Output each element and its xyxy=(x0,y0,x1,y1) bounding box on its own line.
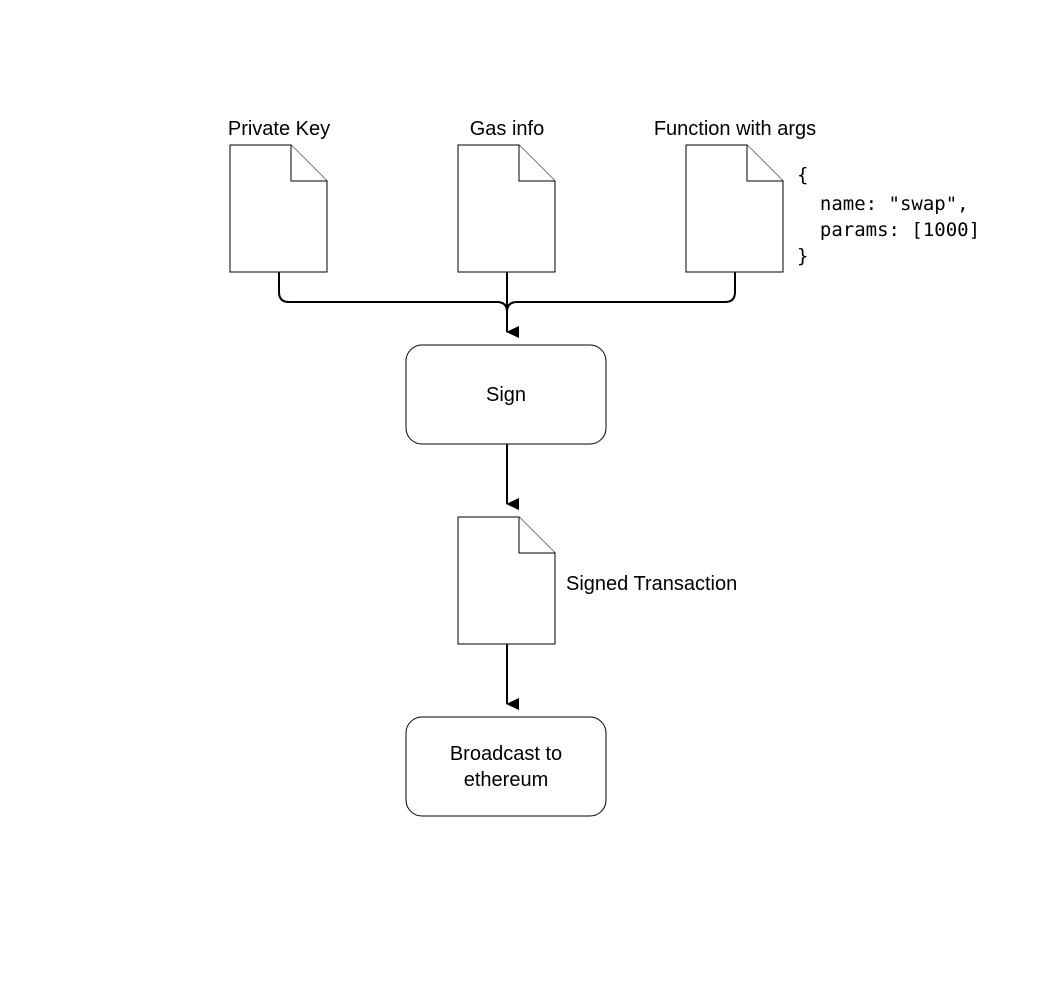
code-line-params: params: [1000] xyxy=(797,219,980,241)
private-key-document-icon xyxy=(229,144,328,273)
connector-private-key xyxy=(278,272,508,332)
code-line-open: { xyxy=(797,164,808,186)
function-document-icon xyxy=(685,144,784,273)
broadcast-box xyxy=(405,716,607,817)
broadcast-label-line1: Broadcast to xyxy=(450,743,562,765)
private-key-label: Private Key xyxy=(228,118,330,140)
connector-function xyxy=(506,272,736,332)
signed-transaction-label: Signed Transaction xyxy=(566,573,737,595)
broadcast-label-line2: ethereum xyxy=(464,769,549,791)
signed-transaction-document-icon xyxy=(457,516,556,645)
gas-info-document-icon xyxy=(457,144,556,273)
function-args-code: { name: "swap", params: [1000] } xyxy=(797,164,980,267)
sign-label: Sign xyxy=(486,384,526,406)
code-line-name: name: "swap", xyxy=(797,193,969,215)
function-with-args-label: Function with args xyxy=(654,118,816,140)
code-line-close: } xyxy=(797,245,808,267)
gas-info-label: Gas info xyxy=(470,118,544,140)
